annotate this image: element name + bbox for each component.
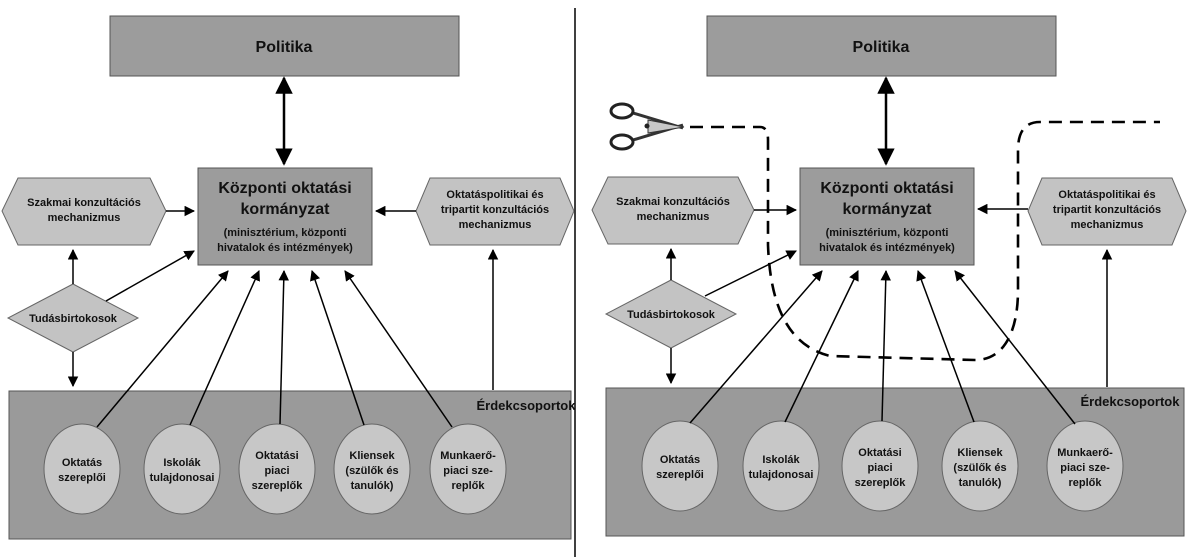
actor-to-government-arrow xyxy=(784,270,859,423)
actor-label: tulajdonosai xyxy=(150,472,215,484)
actor-label: piaci sze- xyxy=(443,465,493,477)
politics-box xyxy=(706,15,1057,77)
actor-ellipse xyxy=(841,420,919,512)
actor-to-government-arrow xyxy=(880,269,891,422)
actor-label: piaci sze- xyxy=(1060,462,1110,474)
actor-to-government-arrow xyxy=(189,270,260,426)
policy-consultation-hexagon xyxy=(1027,177,1187,246)
actor-ellipse xyxy=(429,423,507,515)
policy-consultation-label-3: mechanizmus xyxy=(1071,219,1144,231)
actor-ellipse xyxy=(1046,420,1124,512)
central-government-title-2: kormányzat xyxy=(843,201,933,218)
actor-to-government-arrow xyxy=(96,270,229,428)
actor-label: Iskolák xyxy=(163,457,201,469)
actor-label: tanulók) xyxy=(959,477,1002,489)
actor-label: Oktatási xyxy=(858,447,901,459)
actor-label: (szülők és xyxy=(953,462,1006,474)
actor-label: Iskolák xyxy=(762,454,800,466)
actor-label: Munkaerő- xyxy=(1057,447,1113,459)
scissors-icon xyxy=(609,102,685,151)
actor-label: Kliensek xyxy=(957,447,1003,459)
actor-ellipse xyxy=(641,420,719,512)
central-government-sub-1: (minisztérium, központi xyxy=(224,227,347,239)
actor-label: tulajdonosai xyxy=(749,469,814,481)
actor-label: Munkaerő- xyxy=(440,450,496,462)
actor-to-government-arrow xyxy=(278,269,290,425)
politics-label: Politika xyxy=(853,39,910,56)
professional-consultation-hexagon xyxy=(1,177,167,246)
actor-label: piaci xyxy=(867,462,892,474)
actor-to-government-arrow xyxy=(954,270,1076,425)
politics-label: Politika xyxy=(256,39,313,56)
actor-ellipse xyxy=(941,420,1019,512)
actor-label: Oktatás xyxy=(62,457,102,469)
professional-consultation-label-1: Szakmai konzultációs xyxy=(616,196,730,208)
actor-label: tanulók) xyxy=(351,480,394,492)
interest-groups-label: Érdekcsoportok xyxy=(477,398,577,413)
professional-consultation-label-2: mechanizmus xyxy=(48,212,121,224)
actor-label: szereplői xyxy=(656,469,704,481)
actor-label: szereplők xyxy=(252,480,304,492)
actor-label: replők xyxy=(451,480,485,492)
actor-label: szereplők xyxy=(855,477,907,489)
central-government-box xyxy=(799,167,975,266)
central-government-sub-1: (minisztérium, központi xyxy=(826,227,949,239)
actor-ellipse xyxy=(333,423,411,515)
policy-consultation-label-3: mechanizmus xyxy=(459,219,532,231)
right-diagram: Politika Központi oktatási kormányzat (m… xyxy=(591,15,1187,537)
actor-label: Oktatás xyxy=(660,454,700,466)
central-government-title-1: Központi oktatási xyxy=(820,180,953,197)
actor-to-government-arrow xyxy=(916,270,975,423)
stakeholders-to-government-arrow xyxy=(105,250,195,302)
actor-to-government-arrow xyxy=(689,270,823,424)
actor-ellipse xyxy=(43,423,121,515)
central-government-sub-2: hivatalok és intézmények) xyxy=(819,242,955,254)
policy-consultation-label-1: Oktatáspolitikai és xyxy=(446,189,543,201)
professional-consultation-hexagon xyxy=(591,176,755,245)
actor-label: Kliensek xyxy=(349,450,395,462)
stakeholders-label: Tudásbirtokosok xyxy=(29,313,118,325)
central-government-title-2: kormányzat xyxy=(241,201,331,218)
actor-label: Oktatási xyxy=(255,450,298,462)
central-government-title-1: Központi oktatási xyxy=(218,180,351,197)
central-government-sub-2: hivatalok és intézmények) xyxy=(217,242,353,254)
actor-to-government-arrow xyxy=(310,270,365,426)
actor-label: replők xyxy=(1068,477,1102,489)
actor-ellipse xyxy=(742,420,820,512)
actor-ellipse xyxy=(238,423,316,515)
interest-groups-label: Érdekcsoportok xyxy=(1081,394,1181,409)
policy-consultation-label-2: tripartit konzultációs xyxy=(1053,204,1161,216)
actor-ellipse xyxy=(143,423,221,515)
actor-label: (szülők és xyxy=(345,465,398,477)
actor-label: szereplői xyxy=(58,472,106,484)
central-government-box xyxy=(197,167,373,266)
stakeholders-to-government-arrow xyxy=(704,250,797,297)
actor-label: piaci xyxy=(264,465,289,477)
professional-consultation-label-2: mechanizmus xyxy=(637,211,710,223)
professional-consultation-label-1: Szakmai konzultációs xyxy=(27,197,141,209)
policy-consultation-label-1: Oktatáspolitikai és xyxy=(1058,189,1155,201)
politics-box xyxy=(109,15,460,77)
actor-to-government-arrow xyxy=(344,270,453,428)
policy-consultation-label-2: tripartit konzultációs xyxy=(441,204,549,216)
left-diagram: Politika Központi oktatási kormányzat (m… xyxy=(1,15,577,540)
stakeholders-label: Tudásbirtokosok xyxy=(627,309,716,321)
